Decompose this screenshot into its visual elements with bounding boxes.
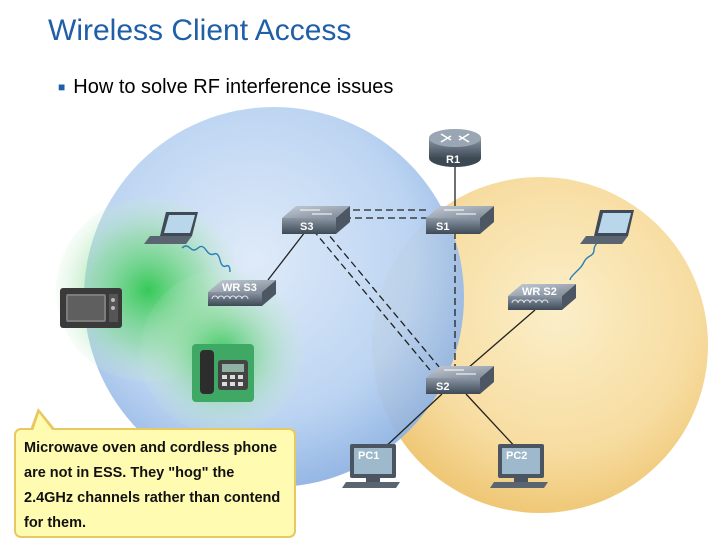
link-s3-s2-b [322, 227, 441, 369]
wireless-signal-laptop-right [569, 241, 599, 281]
label-pc2: PC2 [506, 450, 527, 462]
label-s3: S3 [300, 221, 313, 233]
antenna-coil-icon [511, 299, 549, 304]
switch-s2[interactable]: S2 [426, 366, 494, 394]
laptop-left-icon[interactable] [144, 212, 198, 244]
antenna-coil-icon [211, 295, 249, 300]
link-s3-wrs3 [267, 231, 306, 281]
wireless-router-wr-s3[interactable]: WR S3 [208, 280, 276, 306]
callout-pointer-fill [33, 413, 53, 431]
bullet-text: How to solve RF interference issues [73, 76, 394, 98]
router-r1[interactable]: R1 [429, 129, 481, 167]
label-r1: R1 [446, 154, 460, 166]
label-s1: S1 [436, 221, 449, 233]
label-wr-s3: WR S3 [222, 282, 257, 294]
label-s2: S2 [436, 381, 449, 393]
router-arrows-icon [440, 133, 470, 143]
switch-s3[interactable]: S3 [282, 206, 350, 234]
bullet-item: ■ How to solve RF interference issues [58, 76, 393, 99]
label-wr-s2: WR S2 [522, 286, 557, 298]
microwave-oven-icon [60, 288, 122, 328]
pc2[interactable]: PC2 [490, 444, 548, 488]
link-wrs2-s2 [467, 309, 536, 369]
bullet-square-icon: ■ [58, 79, 66, 94]
laptop-right-icon[interactable] [580, 210, 634, 244]
label-pc1: PC1 [358, 450, 379, 462]
callout-note: Microwave oven and cordless phone are no… [14, 428, 296, 538]
link-s2-pc2 [465, 393, 519, 451]
link-s2-pc1 [381, 393, 443, 451]
link-s3-s2-a [312, 229, 431, 371]
wireless-router-wr-s2[interactable]: WR S2 [508, 284, 576, 310]
cordless-phone-icon [192, 344, 254, 402]
page-title: Wireless Client Access [48, 14, 352, 47]
wireless-signal-laptop-left [181, 245, 231, 273]
switch-s1[interactable]: S1 [426, 206, 494, 234]
pc1[interactable]: PC1 [342, 444, 400, 488]
